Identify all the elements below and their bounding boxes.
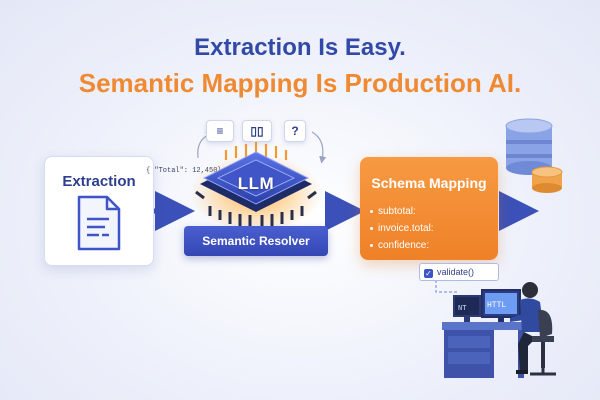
schema-field: confidence: — [370, 237, 434, 254]
validate-connector — [435, 280, 458, 293]
llm-label: LLM — [237, 174, 275, 193]
document-icon — [77, 195, 121, 251]
schema-mapping-card: Schema Mapping subtotal: invoice.total: … — [360, 157, 498, 260]
check-icon: ✓ — [424, 269, 433, 278]
schema-title: Schema Mapping — [371, 175, 487, 191]
validate-label: validate() — [437, 267, 475, 277]
bubble-question-icon: ? — [284, 120, 306, 142]
monitor-icon: NT HTTL — [453, 289, 521, 322]
curve-right-connector — [311, 131, 327, 164]
headline-line-1: Extraction Is Easy. — [194, 34, 406, 61]
bubble-text-icon: ≡ — [206, 120, 234, 142]
bubble-book-icon: ▯▯ — [242, 120, 272, 142]
workstation-illustration: NT HTTL — [442, 282, 556, 378]
person-icon — [510, 282, 544, 374]
schema-field: subtotal: — [370, 203, 434, 220]
monitor-left-text: NT — [458, 305, 466, 313]
extraction-card: Extraction — [44, 156, 154, 266]
headline-line-2: Semantic Mapping Is Production AI. — [78, 68, 522, 98]
json-snippet: { "Total": 12,450} — [146, 167, 222, 175]
monitor-right-text: HTTL — [487, 301, 506, 310]
semantic-resolver-bar: Semantic Resolver — [184, 226, 328, 256]
extraction-title: Extraction — [62, 173, 136, 190]
chip-icon — [190, 142, 322, 230]
schema-field-list: subtotal: invoice.total: confidence: — [370, 203, 434, 254]
schema-field: invoice.total: — [370, 220, 434, 237]
validate-badge: ✓ validate() — [419, 263, 499, 281]
database-icon — [505, 118, 563, 193]
llm-chip: LLM — [186, 140, 326, 232]
desk-top — [442, 322, 528, 330]
chair — [530, 309, 556, 376]
